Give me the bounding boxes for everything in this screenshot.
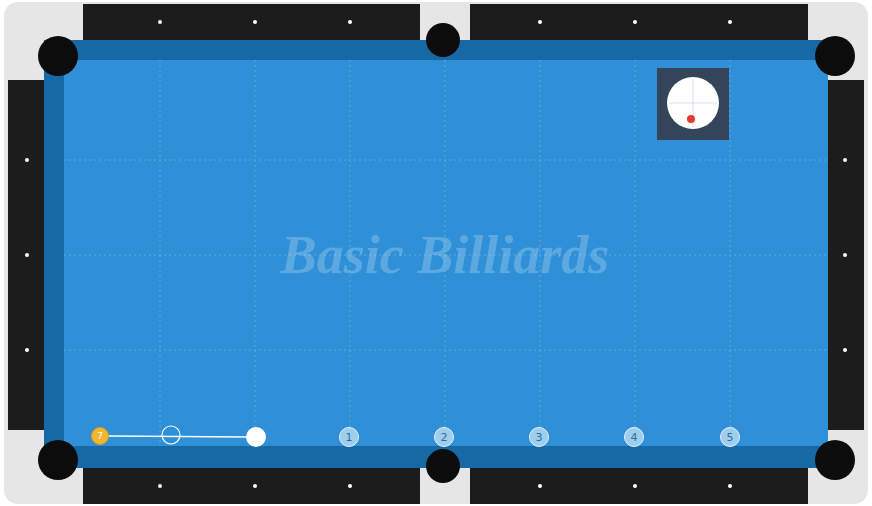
ball-number: 7	[97, 432, 103, 441]
ball-number: 1	[346, 432, 353, 443]
position-marker: 2	[434, 427, 454, 447]
object-ball: 7	[91, 427, 109, 445]
ball-number: 2	[441, 432, 448, 443]
position-marker: 1	[339, 427, 359, 447]
ball-number: 5	[727, 432, 734, 443]
ball-number: 4	[631, 432, 638, 443]
position-marker: 3	[529, 427, 549, 447]
position-marker: 4	[624, 427, 644, 447]
watermark: Basic Billiards	[281, 224, 610, 286]
position-marker: 5	[720, 427, 740, 447]
ball-number: 3	[536, 432, 543, 443]
